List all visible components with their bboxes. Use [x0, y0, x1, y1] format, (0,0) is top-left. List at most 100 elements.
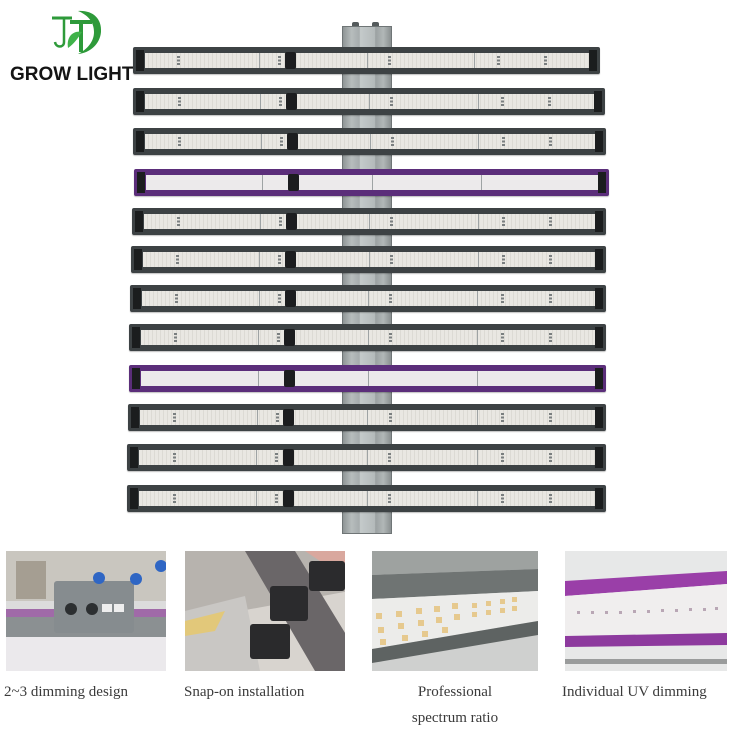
endcap [130, 447, 138, 468]
led-cluster [549, 413, 552, 422]
light-bar [133, 47, 600, 74]
feature-caption-spectrum-line2: spectrum ratio [411, 710, 499, 726]
uv-light-bar [129, 365, 606, 392]
led-cluster [177, 217, 180, 226]
endcap [134, 249, 142, 270]
panel-divider [372, 175, 373, 190]
led-cluster [501, 413, 504, 422]
panel-divider [368, 371, 369, 386]
endcap [595, 447, 603, 468]
led-cluster [548, 97, 551, 106]
endcap [133, 288, 141, 309]
panel-divider [477, 291, 478, 306]
bar-driver-icon [284, 370, 295, 387]
feature-image-uv [565, 551, 727, 671]
led-cluster [173, 494, 176, 503]
endcap [595, 368, 603, 389]
light-bar [129, 324, 606, 351]
light-bar [133, 88, 605, 115]
feature-caption-spectrum: Professional [417, 684, 493, 700]
bar-driver-icon [285, 290, 296, 307]
endcap [132, 368, 140, 389]
snap-bracket-photo [185, 551, 345, 671]
endcap [589, 50, 597, 71]
endcap [595, 131, 603, 152]
panel-divider [477, 410, 478, 425]
led-cluster [497, 56, 500, 65]
led-cluster [549, 137, 552, 146]
led-cluster [544, 56, 547, 65]
led-cluster [389, 413, 392, 422]
bar-driver-icon [286, 93, 297, 110]
led-cluster [280, 137, 283, 146]
panel-divider [262, 175, 263, 190]
panel-divider [367, 53, 368, 68]
led-cluster [389, 294, 392, 303]
light-bar [130, 285, 606, 312]
panel-divider [259, 252, 260, 267]
led-cluster [277, 333, 280, 342]
bar-driver-icon [285, 52, 296, 69]
brand-name: GROW LIGHT [10, 64, 134, 85]
panel-divider [477, 330, 478, 345]
bar-driver-icon [286, 213, 297, 230]
light-bar [131, 246, 606, 273]
panel-divider [256, 450, 257, 465]
panel-divider [367, 410, 368, 425]
bar-driver-icon [284, 329, 295, 346]
panel-divider [367, 450, 368, 465]
panel-divider [369, 214, 370, 229]
led-cluster [275, 453, 278, 462]
led-cluster [549, 453, 552, 462]
uv-bar-photo [565, 551, 727, 671]
panel-divider [256, 491, 257, 506]
endcap [595, 488, 603, 509]
led-cluster [278, 56, 281, 65]
panel-divider [478, 94, 479, 109]
led-cluster [390, 97, 393, 106]
endcap [130, 488, 138, 509]
led-cluster [176, 255, 179, 264]
led-cluster [278, 255, 281, 264]
light-bar [133, 128, 606, 155]
led-cluster [501, 494, 504, 503]
endcap [595, 249, 603, 270]
bar-driver-icon [283, 409, 294, 426]
panel-divider [368, 330, 369, 345]
led-cluster [388, 453, 391, 462]
feature-image-spectrum [372, 551, 538, 671]
led-cluster [501, 333, 504, 342]
endcap [137, 172, 145, 193]
led-cluster [178, 137, 181, 146]
led-cluster [278, 294, 281, 303]
led-cluster [549, 294, 552, 303]
bar-driver-icon [287, 133, 298, 150]
led-cluster [501, 453, 504, 462]
controller-box-photo [6, 551, 166, 671]
bar-driver-icon [283, 449, 294, 466]
led-cluster [549, 333, 552, 342]
bar-driver-icon [285, 251, 296, 268]
endcap [595, 327, 603, 348]
feature-image-snap-on [185, 551, 345, 671]
light-bar [127, 485, 606, 512]
panel-divider [258, 330, 259, 345]
panel-divider [478, 134, 479, 149]
endcap [595, 407, 603, 428]
led-cluster [390, 217, 393, 226]
panel-divider [478, 252, 479, 267]
bar-driver-icon [283, 490, 294, 507]
endcap [595, 288, 603, 309]
led-cluster [391, 137, 394, 146]
panel-divider [259, 53, 260, 68]
led-cluster [173, 413, 176, 422]
grow-light-fixture [127, 22, 609, 534]
feature-caption-snap-on: Snap-on installation [184, 684, 305, 700]
endcap [136, 131, 144, 152]
endcap [135, 211, 143, 232]
led-cluster [502, 137, 505, 146]
light-bar [127, 444, 606, 471]
light-bar [132, 208, 606, 235]
led-cluster [549, 494, 552, 503]
panel-divider [260, 94, 261, 109]
